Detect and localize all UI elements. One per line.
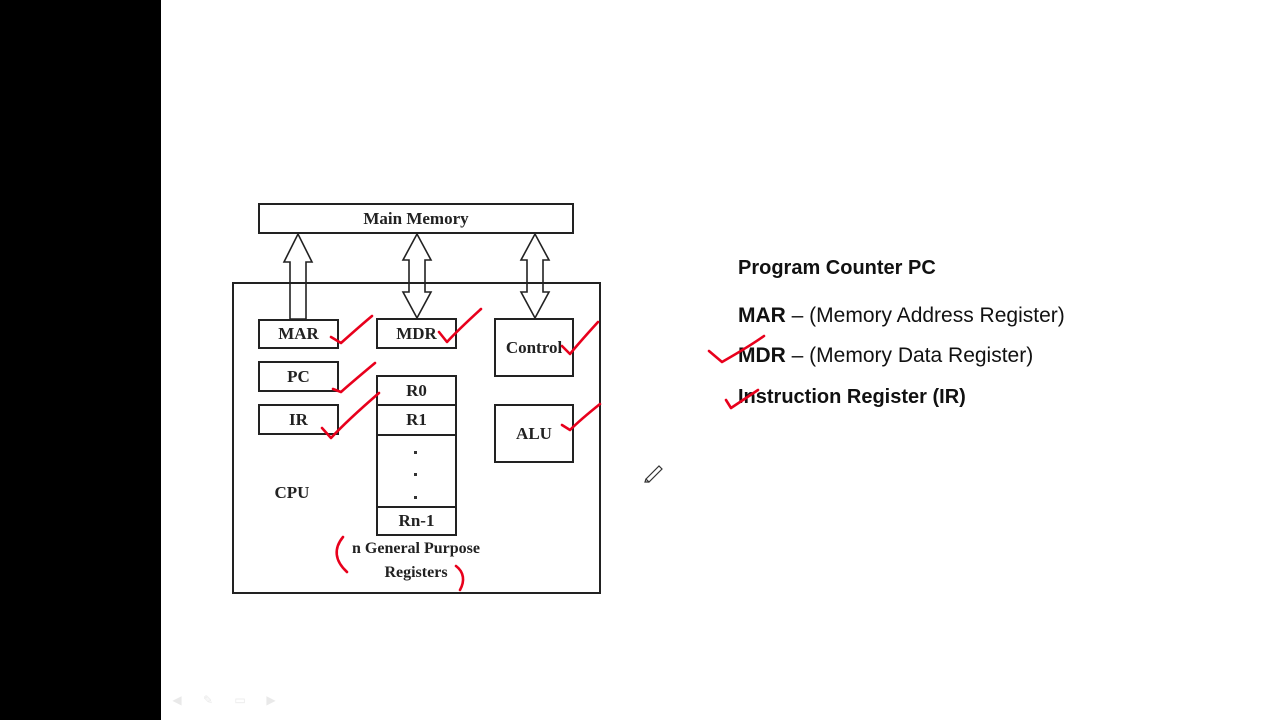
note-mar-abbr: MAR [738,304,786,327]
checkmark-note-ir [724,388,760,410]
checkmark-mar [329,314,374,345]
gpr-caption-line1: n General Purpose [352,540,480,557]
mdr-box: MDR [376,318,457,349]
note-mar-desc: – (Memory Address Register) [785,304,1065,327]
checkmark-note-mdr [707,334,766,364]
note-mdr-desc: – (Memory Data Register) [785,344,1034,367]
ir-label: IR [289,409,308,429]
gpr-caption-line2: Registers [384,564,448,581]
pen-cursor-icon [644,465,663,483]
note-mdr-abbr: MDR [738,344,786,367]
pc-box: PC [258,361,339,392]
ellipsis-dot [414,451,417,454]
back-arrow-icon[interactable]: ◀ [172,693,182,707]
gpr-bracket-left [335,535,349,574]
pen-icon[interactable]: ✎ [202,693,214,707]
ir-box: IR [258,404,339,435]
note-mar: MAR – (Memory Address Register) [738,304,1065,328]
mar-to-memory-arrow [282,232,314,320]
register-rn-1: Rn-1 [378,506,455,534]
ellipsis-dot [414,473,417,476]
checkmark-pc [331,361,377,394]
alu-label: ALU [516,423,552,443]
mar-box: MAR [258,319,339,349]
checkmark-alu [560,402,602,432]
ellipsis-dot [414,496,417,499]
slide-menu-icon[interactable]: ▭ [234,693,246,707]
mar-label: MAR [278,324,319,343]
cpu-label: CPU [274,483,310,502]
pc-label: PC [287,366,310,386]
note-ir: Instruction Register (IR) [738,386,966,408]
register-file: R0 R1 Rn-1 [376,375,457,536]
gpr-bracket-right [454,564,465,592]
note-mdr: MDR – (Memory Data Register) [738,344,1033,368]
control-memory-double-arrow [519,232,551,320]
alu-box: ALU [494,404,574,463]
mdr-label: MDR [396,323,437,343]
register-r1: R1 [378,406,455,436]
checkmark-control [560,320,600,356]
checkmark-ir [320,391,381,440]
control-box: Control [494,318,574,377]
register-r0: R0 [378,377,455,406]
control-label: Control [505,337,563,357]
main-memory-label: Main Memory [363,208,469,228]
cpu-frame [232,282,601,594]
note-program-counter: Program Counter PC [738,257,936,279]
checkmark-mdr [437,307,483,344]
slide-canvas [161,0,1119,720]
forward-arrow-icon[interactable]: ▶ [266,693,276,707]
mdr-memory-double-arrow [401,232,433,320]
right-margin [1119,0,1280,720]
main-memory-box: Main Memory [258,203,574,234]
